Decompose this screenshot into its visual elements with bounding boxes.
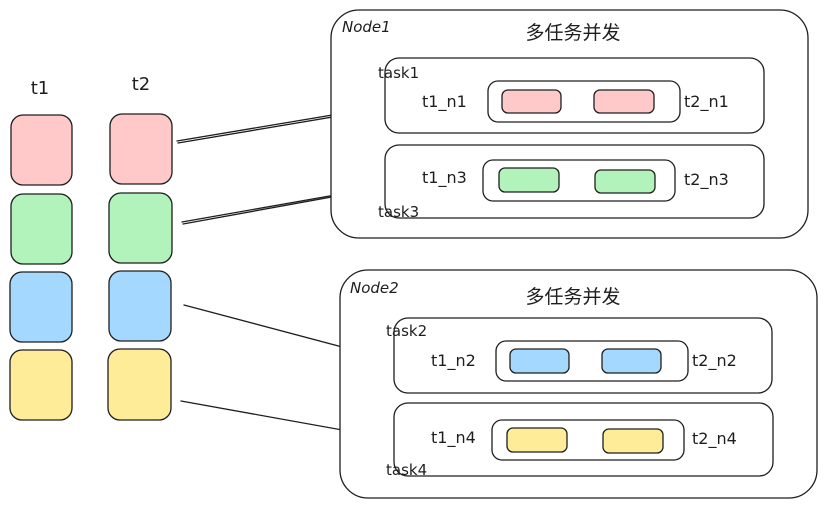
task3-box: task3 t1_n3 t2_n3 [378,144,765,221]
node2-label: Node2 [350,279,399,297]
t2-column [107,113,173,421]
column-label-t2: t2 [132,74,151,95]
task3-block-t1 [498,167,560,193]
node1-title: 多任务并发 [525,22,620,44]
t1-block-3 [9,271,73,343]
task3-label: task3 [378,203,419,221]
task2-block-t2 [601,348,662,374]
task1-box: task1 t1_n1 t2_n1 [378,57,765,134]
task4-block-t2 [602,428,664,454]
task2-label: task2 [386,322,427,340]
t2-block-3 [108,270,172,342]
task1-right-label: t2_n1 [684,92,729,112]
task1-block-t2 [593,89,655,114]
task4-label: task4 [386,461,427,479]
task3-right-label: t2_n3 [684,170,729,190]
node2-container: Node2 多任务并发 task2 t1_n2 t2_n2 task4 t1_n… [339,269,818,499]
task2-box: task2 t1_n2 t2_n2 [386,317,773,394]
task4-block-t1 [506,427,568,453]
node1-label: Node1 [342,18,391,36]
task4-right-label: t2_n4 [692,429,737,449]
task4-left-label: t1_n4 [431,428,476,448]
task2-left-label: t1_n2 [431,351,476,371]
t2-block-2 [108,192,173,264]
node1-container: Node1 多任务并发 task1 t1_n1 t2_n1 task3 t1_n… [330,9,809,239]
column-label-t1: t1 [31,78,50,99]
t1-block-4 [9,349,73,421]
task1-label: task1 [378,64,419,82]
task1-block-t1 [501,89,562,114]
t1-block-2 [10,193,73,265]
task1-left-label: t1_n1 [422,92,467,112]
task3-block-t2 [594,169,656,194]
t1-column [9,114,73,421]
task4-box: task4 t1_n4 t2_n4 [386,402,774,479]
task2-block-t1 [509,348,570,374]
task3-left-label: t1_n3 [422,168,467,188]
t2-block-1 [109,113,173,185]
t1-block-1 [10,114,73,186]
task2-right-label: t2_n2 [692,351,737,371]
t2-block-4 [107,348,172,421]
node2-title: 多任务并发 [525,286,620,308]
